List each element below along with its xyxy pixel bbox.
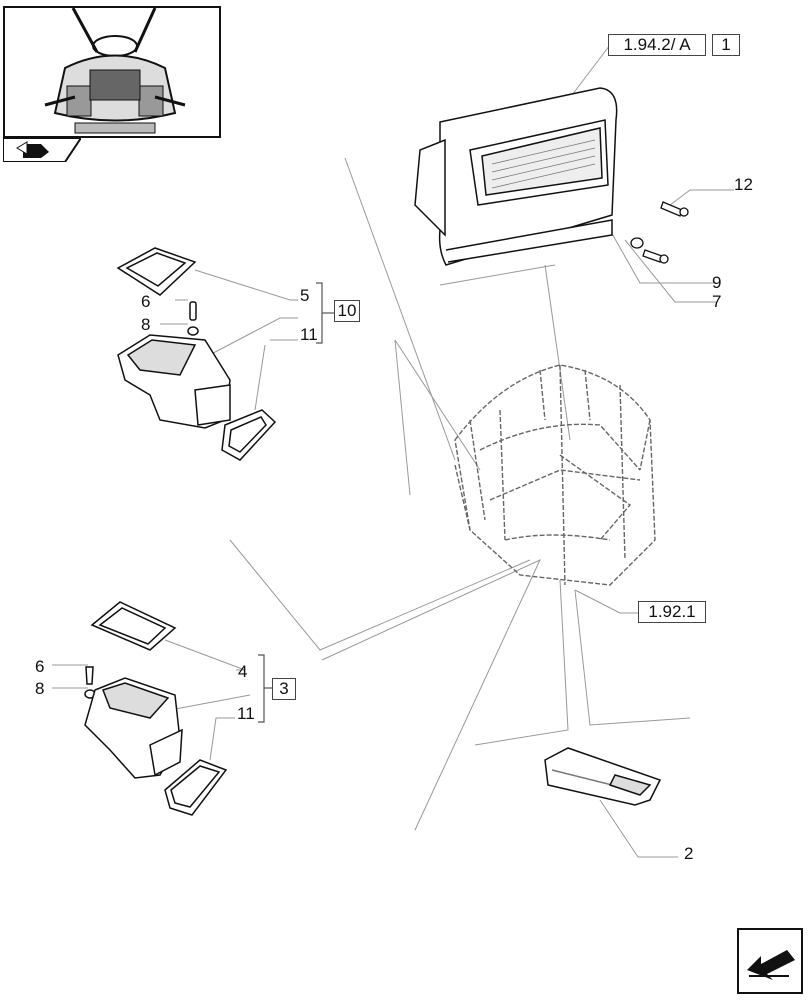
cab-thumbnail-drawing [44, 7, 186, 134]
part-2 [544, 747, 662, 806]
callout-8-upper: 8 [141, 315, 151, 334]
ref-box-1-94-2-a[interactable]: 1.94.2/ A [608, 34, 706, 56]
duct-group-3 [84, 601, 228, 816]
arrow-return-icon [747, 950, 795, 980]
screws-12-9-7 [630, 201, 689, 264]
callout-box-1[interactable]: 1 [712, 34, 740, 56]
leader-lines [52, 44, 734, 858]
thumbnail-nav-tab[interactable] [2, 137, 83, 163]
callout-11-upper: 11 [300, 325, 318, 344]
callout-box-10[interactable]: 10 [334, 300, 360, 322]
cab-frame [454, 364, 656, 586]
callout-11-lower: 11 [237, 704, 255, 723]
next-page-nav-button[interactable] [737, 928, 803, 994]
callout-9: 9 [712, 273, 722, 292]
callout-2: 2 [684, 844, 694, 863]
cab-thumbnail [3, 6, 221, 138]
callout-box-3[interactable]: 3 [272, 678, 296, 700]
callout-5: 5 [300, 286, 310, 305]
ref-box-1-92-1[interactable]: 1.92.1 [638, 601, 706, 623]
callout-6-upper: 6 [141, 292, 151, 311]
callout-8-lower: 8 [35, 679, 45, 698]
part-1-panel [414, 87, 618, 266]
callout-6-lower: 6 [35, 657, 45, 676]
callout-12: 12 [734, 175, 753, 194]
duct-group-10 [116, 247, 277, 461]
callout-7: 7 [712, 292, 722, 311]
callout-4: 4 [238, 662, 248, 681]
arrow-left-icon [2, 137, 83, 163]
group-brackets [258, 282, 334, 723]
